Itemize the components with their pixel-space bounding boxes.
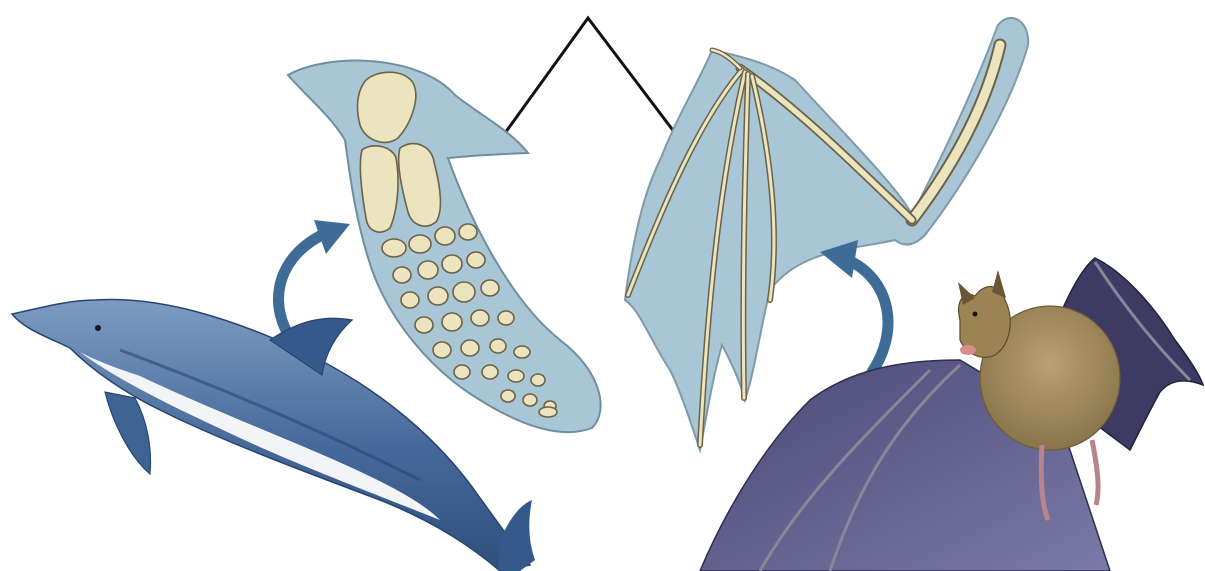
phalanx-bone (428, 287, 448, 305)
phalanx-bone (418, 261, 438, 279)
dolphin-pectoral-fin (105, 392, 150, 474)
phalanx-bone (508, 370, 524, 382)
bat-arrow-icon (820, 240, 888, 372)
phalanx-bone (442, 255, 462, 273)
carpal-bone (435, 227, 455, 245)
phalanx-bone (454, 365, 470, 379)
phalanx-bone (481, 280, 499, 296)
phalanx-bone (482, 365, 498, 379)
phalanx-bone (523, 394, 537, 406)
phalanx-bone (393, 267, 411, 283)
bat-illustration (700, 258, 1203, 571)
phalanx-bone (471, 310, 489, 326)
phalanx-bone (498, 311, 514, 325)
carpal-bone (382, 239, 406, 257)
phalanx-bone (461, 340, 479, 356)
connector-line (500, 18, 675, 140)
radius-bone (360, 146, 398, 232)
carpal-bone (459, 224, 477, 240)
phalanx-bone (453, 282, 475, 302)
carpal-bone (409, 235, 431, 253)
dolphin-tail (498, 500, 535, 571)
bat-mouth (960, 345, 976, 355)
bat-leg (1092, 440, 1098, 505)
bat-eye (973, 312, 978, 317)
phalanx-bone (467, 252, 485, 268)
phalanx-bone (442, 313, 462, 331)
dolphin-eye (95, 325, 101, 331)
phalanx-bone (433, 342, 451, 358)
phalanx-bone (415, 317, 433, 333)
phalanx-bone (539, 407, 557, 417)
phalanx-bone (401, 292, 419, 308)
phalanx-bone (490, 339, 506, 353)
phalanx-bone (514, 346, 530, 358)
phalanx-bone (531, 374, 545, 386)
phalanx-bone (501, 390, 515, 402)
